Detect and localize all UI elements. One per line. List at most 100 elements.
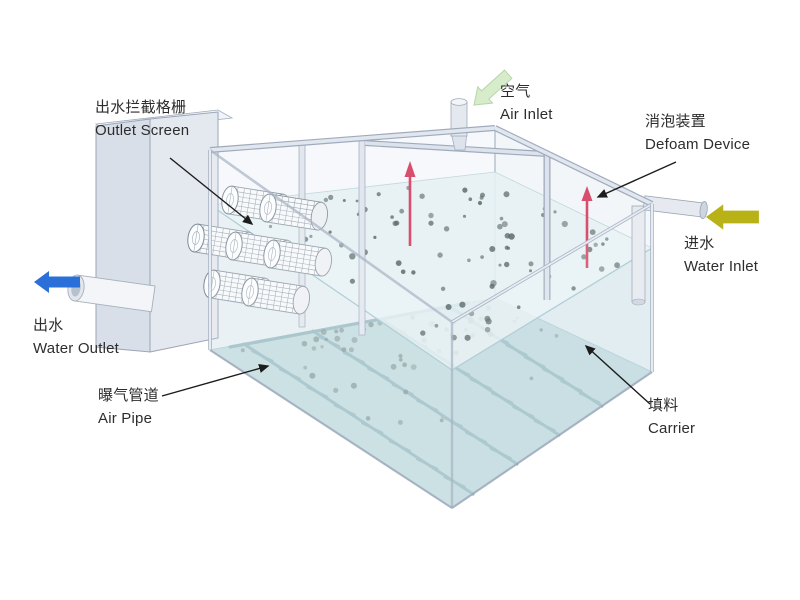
carrier-dot: [420, 330, 426, 336]
carrier-dot: [434, 323, 439, 328]
carrier-dot: [368, 321, 374, 328]
carrier-dot: [334, 329, 339, 334]
air-lateral-pipe: [311, 329, 519, 466]
air-branch-stub: [342, 351, 365, 364]
carrier-dot: [605, 237, 609, 241]
chamber-baffle-wall: [149, 111, 219, 353]
edge-bottom-right: [451, 371, 653, 509]
air-branch-stub: [361, 422, 384, 434]
front-left-glass: [210, 150, 452, 508]
screen-cylinder: [241, 277, 311, 315]
carrier-dot: [419, 193, 425, 199]
carrier-dot: [399, 358, 403, 362]
carrier-dot: [477, 200, 483, 206]
air-branch-stub: [491, 392, 514, 404]
carrier-dot: [445, 304, 452, 310]
rim-back-right: [494, 126, 653, 206]
defoam-device-leader-arrow: [596, 161, 677, 198]
carrier-dot: [428, 220, 434, 226]
carrier-dot: [498, 263, 502, 267]
water-inlet-pipe: [631, 195, 708, 306]
label-water-outlet-zh: 出水: [33, 317, 64, 334]
air-branch-stub: [578, 392, 601, 404]
carrier-dot: [484, 326, 491, 333]
front-right-glass: [452, 204, 652, 508]
water-inlet-arrow: [706, 204, 759, 230]
carrier-dot: [311, 346, 317, 351]
rim-front-right: [451, 203, 653, 323]
label-outlet-screen: 出水拦截格栅 Outlet Screen: [95, 96, 189, 142]
carrier-dot: [349, 253, 356, 260]
air-branch-stub: [489, 447, 512, 460]
defoam-rod-tip: [404, 161, 416, 177]
air-branch-stub: [443, 476, 466, 488]
outlet-screen-cylinders: [187, 185, 333, 315]
carrier-dot: [355, 199, 359, 203]
carrier-leader-arrow: [584, 344, 651, 405]
carrier-dot: [341, 347, 347, 352]
carrier-dot: [399, 208, 405, 214]
carrier-dot: [320, 345, 324, 349]
carrier-dot: [503, 191, 510, 198]
carrier-dot: [581, 254, 587, 260]
carrier-dot: [589, 229, 596, 236]
carrier-dot: [554, 334, 559, 338]
air-branch-stub: [560, 380, 583, 392]
air-branch-stub: [523, 356, 546, 368]
carrier-dot: [499, 216, 504, 221]
air-branch-stub: [391, 383, 414, 396]
carrier-dot: [390, 363, 397, 370]
rim-back-left: [209, 126, 496, 152]
air-branch-stub: [465, 431, 488, 444]
carrier-dot: [410, 364, 417, 370]
label-air-pipe: 曝气管道 Air Pipe: [98, 384, 159, 430]
carrier-dot: [529, 269, 532, 273]
carrier-dot: [504, 233, 511, 239]
carrier-dot: [395, 260, 402, 266]
air-branch-stub: [278, 368, 301, 380]
water-through-right-wall: [452, 248, 652, 508]
label-outlet-screen-en: Outlet Screen: [95, 122, 190, 139]
screen-cylinder: [259, 193, 329, 231]
label-water-outlet-en: Water Outlet: [33, 340, 120, 357]
carrier-dot: [309, 234, 313, 238]
carrier-dot: [598, 266, 605, 272]
carrier-dot: [553, 210, 557, 214]
carrier-dot: [392, 220, 398, 227]
carrier-dot: [571, 286, 576, 291]
air-lateral-pipe: [242, 342, 475, 496]
label-air-pipe-zh: 曝气管道: [98, 387, 159, 404]
screen-cylinder: [263, 239, 333, 277]
air-branch-stub: [469, 378, 492, 390]
inlet-pipe-flange: [699, 201, 708, 220]
carrier-dot: [320, 329, 327, 335]
label-defoam-device: 消泡装置 Defoam Device: [645, 110, 750, 156]
air-branch-stub: [367, 367, 390, 380]
tank-front-glass: [208, 125, 654, 509]
carrier-dot: [467, 258, 471, 263]
water-outlet-arrow: [34, 271, 80, 293]
label-air-inlet: 空气 Air Inlet: [500, 80, 553, 126]
edge-bottom-left: [209, 349, 453, 509]
carrier-dot: [539, 328, 543, 332]
carrier-dot: [439, 418, 444, 423]
label-carrier: 填料 Carrier: [648, 394, 695, 440]
label-outlet-screen-zh: 出水拦截格栅: [95, 99, 187, 116]
air-branch-stub: [533, 419, 556, 432]
defoam-rod-tip: [581, 186, 593, 201]
carrier-dot: [479, 195, 484, 200]
carrier-dot: [587, 246, 593, 253]
inlet-pipe-outlet: [631, 298, 646, 306]
carrier-dot: [489, 283, 495, 289]
label-air-pipe-en: Air Pipe: [98, 410, 153, 427]
carrier-dot: [411, 270, 416, 275]
label-water-inlet-zh: 进水: [684, 235, 715, 252]
air-pipe-leader-arrow: [161, 363, 270, 397]
carrier-dot: [593, 242, 598, 247]
carrier-dot: [240, 348, 245, 353]
air-branch-stub: [251, 350, 274, 362]
carrier-dot: [529, 376, 534, 381]
leader-arrows: [161, 157, 677, 405]
air-branch-stub: [388, 440, 411, 452]
